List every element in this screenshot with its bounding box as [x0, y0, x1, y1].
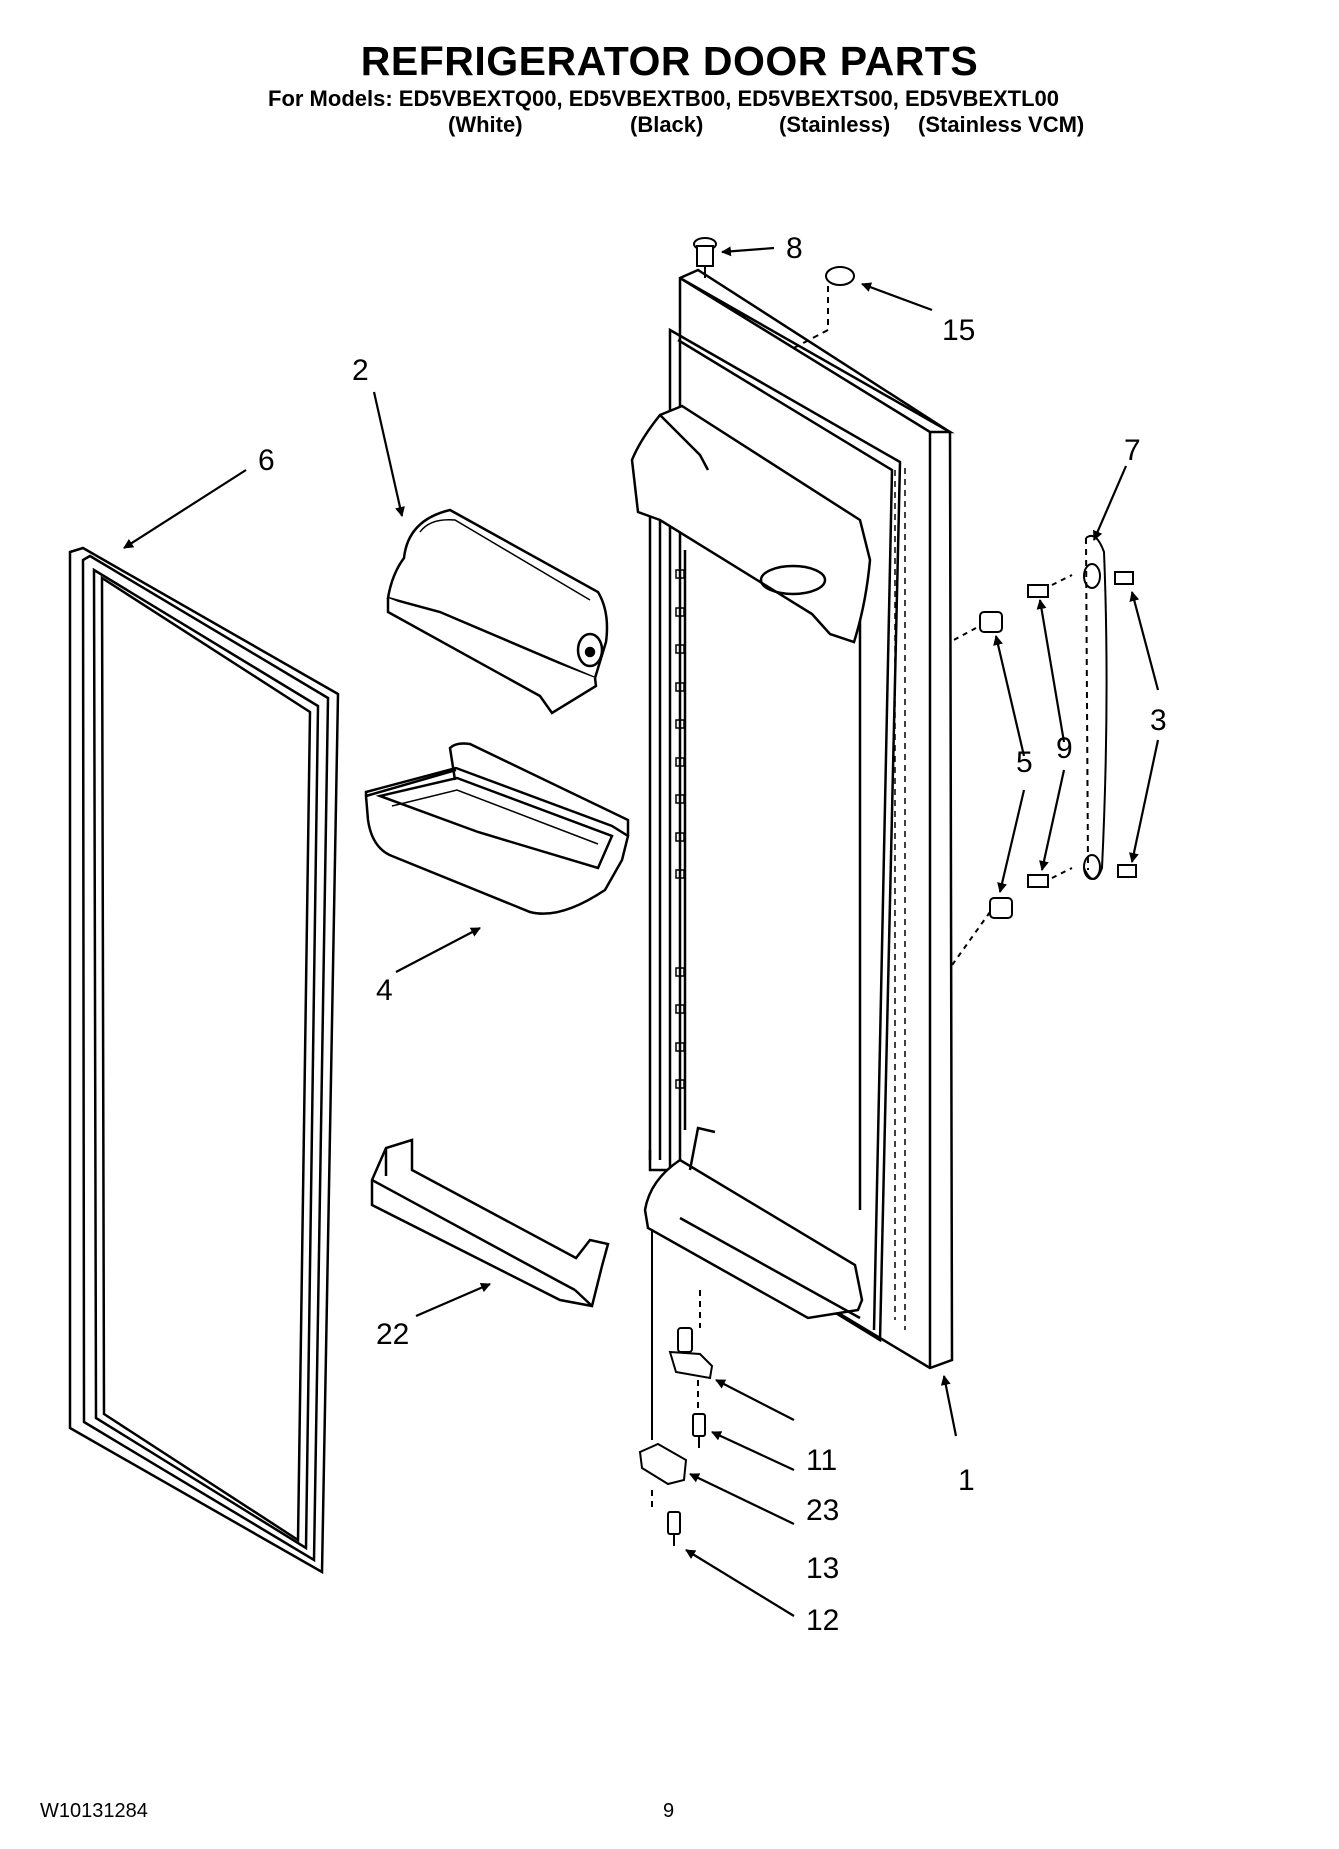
callout-2: 2	[352, 354, 369, 387]
callout-11: 11	[806, 1444, 837, 1477]
utility-compartment-part	[386, 508, 609, 715]
page-number: 9	[663, 1800, 675, 1822]
page-title: REFRIGERATOR DOOR PARTS	[360, 38, 979, 84]
callout-13: 13	[806, 1552, 839, 1585]
callout-5: 5	[1016, 746, 1033, 779]
callout-12: 12	[806, 1604, 839, 1637]
callout-4: 4	[376, 974, 393, 1007]
leader-arrows	[123, 246, 1160, 1617]
variant-stainless-vcm: (Stainless VCM)	[918, 112, 1085, 137]
top-screw-part	[693, 237, 717, 278]
lower-door-rail-part	[370, 1138, 610, 1308]
variant-white: (White)	[448, 112, 523, 137]
callout-3: 3	[1150, 704, 1167, 737]
document-number: W10131284	[40, 1800, 148, 1822]
hinge-hardware-part	[638, 1230, 714, 1546]
callout-9: 9	[1056, 732, 1073, 765]
callout-23: 23	[806, 1494, 839, 1527]
callout-22: 22	[376, 1318, 409, 1351]
handle-fasteners-part	[949, 571, 1137, 969]
door-gasket-part	[68, 546, 340, 1575]
models-line: For Models: ED5VBEXTQ00, ED5VBEXTB00, ED…	[268, 86, 1060, 111]
callout-8: 8	[786, 232, 803, 265]
door-liner-assembly-part	[630, 268, 955, 1370]
callout-15: 15	[942, 314, 975, 347]
variant-black: (Black)	[630, 112, 704, 137]
hinge-plug-part	[789, 266, 855, 351]
door-bin-part	[364, 742, 630, 915]
callout-7: 7	[1124, 434, 1141, 467]
variant-stainless: (Stainless)	[779, 112, 891, 137]
callout-1: 1	[958, 1464, 975, 1497]
handle-mount-plate-part	[1083, 534, 1108, 880]
callout-6: 6	[258, 444, 275, 477]
